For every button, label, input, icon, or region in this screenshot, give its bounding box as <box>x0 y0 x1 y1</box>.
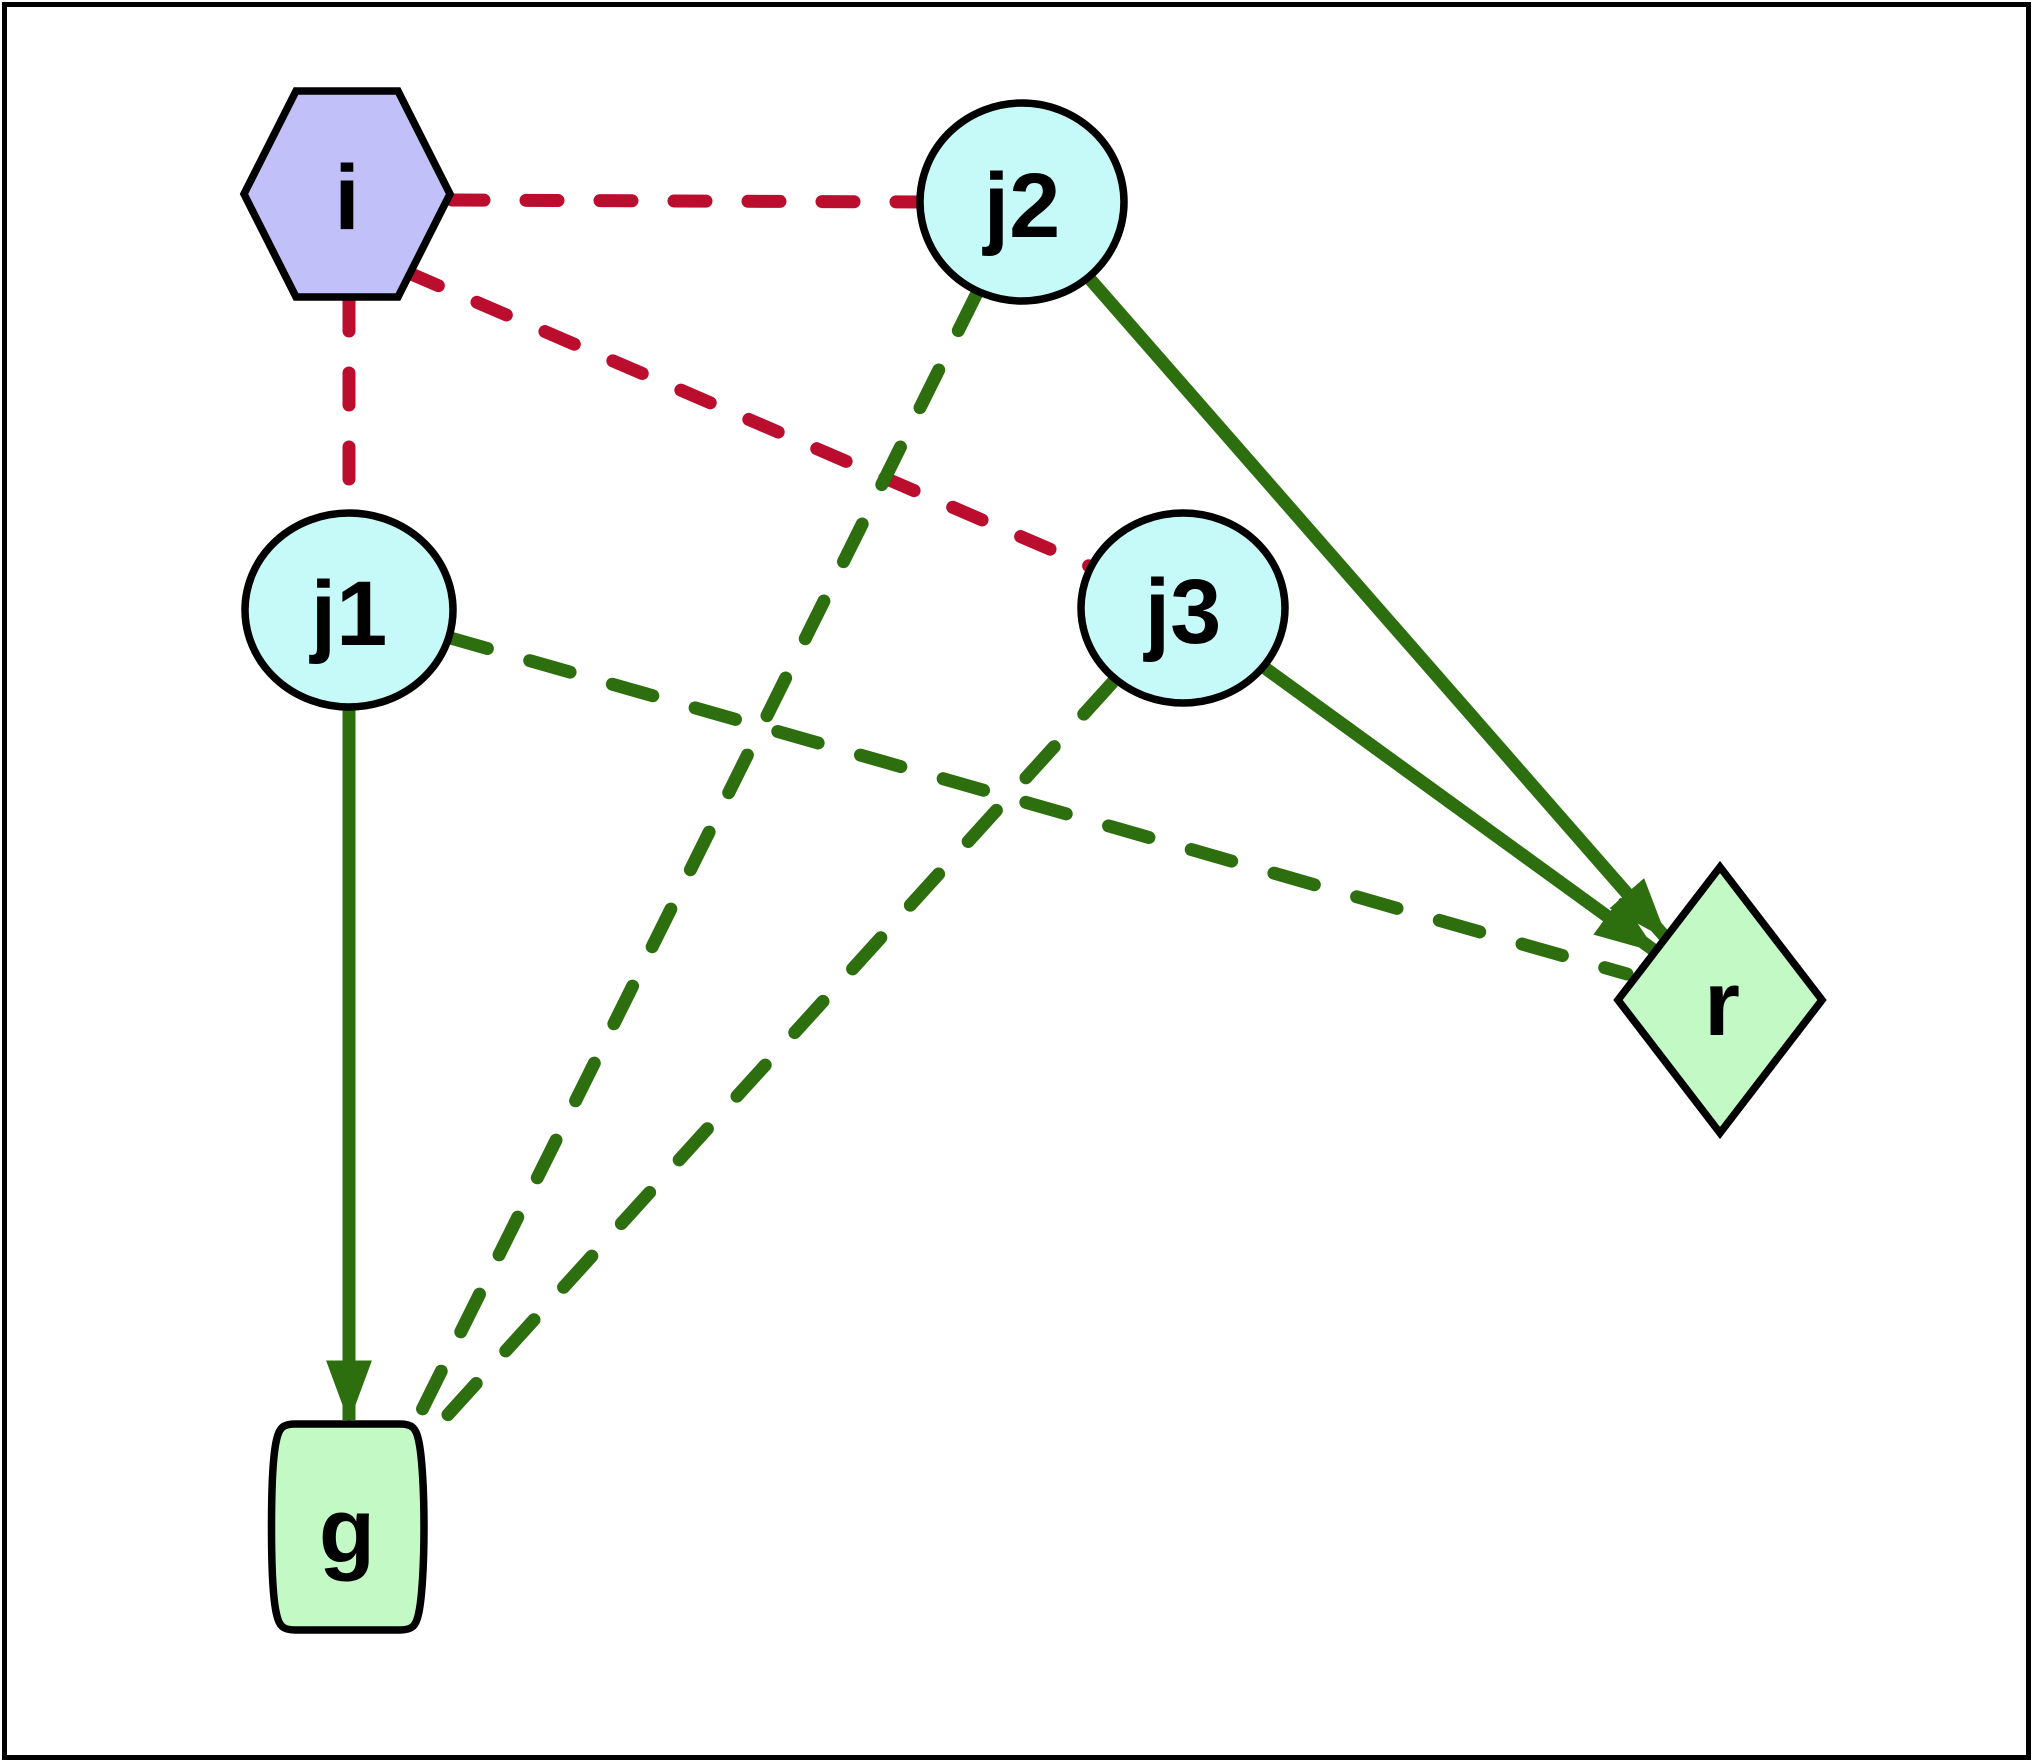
nodes-layer: i j2 j1 j3 r g <box>239 87 1827 1634</box>
edge-j2-g <box>407 286 984 1433</box>
node-i: i <box>239 87 455 301</box>
node-j3: j3 <box>1077 509 1289 707</box>
node-label-j2: j2 <box>982 155 1061 257</box>
circle-shape-j1 <box>241 509 457 711</box>
edge-j2-r <box>1084 273 1671 943</box>
circle-shape-j2 <box>916 99 1128 305</box>
edge-j3-r <box>1261 662 1659 957</box>
edge-i-j2 <box>445 193 927 209</box>
diamond-shape-r <box>1613 860 1827 1140</box>
edge-j3-g <box>417 676 1119 1448</box>
node-j2: j2 <box>916 99 1128 305</box>
edge-i-j3 <box>402 266 1096 573</box>
node-label-r: r <box>1704 953 1740 1055</box>
hexagon-shape-i <box>239 87 455 301</box>
node-label-i: i <box>334 147 360 249</box>
node-label-j3: j3 <box>1143 561 1222 663</box>
node-label-g: g <box>319 1480 375 1582</box>
node-label-j1: j1 <box>309 563 388 665</box>
node-r: r <box>1613 860 1827 1140</box>
circle-shape-j3 <box>1077 509 1289 707</box>
barrel-shape-g <box>267 1420 428 1634</box>
node-j1: j1 <box>241 509 457 711</box>
edge-j1-r <box>440 630 1634 981</box>
node-g: g <box>267 1420 428 1634</box>
edges-layer <box>326 193 1671 1448</box>
